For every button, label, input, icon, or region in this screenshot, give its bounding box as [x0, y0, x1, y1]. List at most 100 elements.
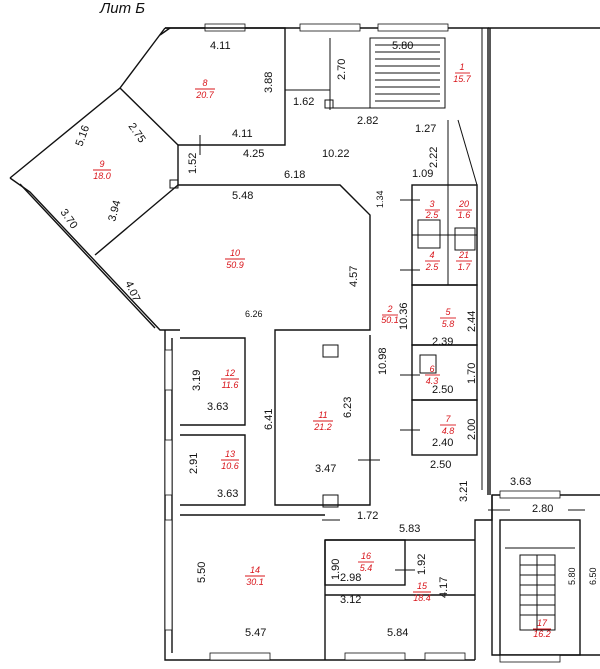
dim: 5.83 — [399, 523, 420, 535]
svg-text:7: 7 — [445, 414, 451, 424]
dim: 1.70 — [466, 363, 478, 384]
dim: 5.50 — [196, 562, 208, 583]
svg-text:11.6: 11.6 — [222, 380, 239, 390]
room-10: 10 50.9 — [225, 248, 245, 270]
room-9: 9 18.0 — [93, 159, 111, 181]
dim: 3.63 — [510, 476, 531, 488]
dim: 1.27 — [415, 123, 436, 135]
room-20: 20 1.6 — [456, 199, 472, 220]
dim: 2.39 — [432, 336, 453, 348]
svg-text:4.8: 4.8 — [442, 426, 455, 436]
room-3: 3 2.5 — [425, 199, 440, 220]
svg-text:9: 9 — [99, 159, 104, 169]
dim: 2.22 — [428, 147, 440, 168]
svg-text:6: 6 — [429, 364, 434, 374]
svg-text:20: 20 — [458, 199, 469, 209]
dim: 1.72 — [357, 510, 378, 522]
svg-text:21: 21 — [458, 250, 469, 260]
dim: 6.26 — [245, 309, 263, 319]
dim: 10.98 — [377, 347, 389, 375]
dim: 1.52 — [187, 153, 199, 174]
room-7: 7 4.8 — [440, 414, 456, 436]
dim: 5.16 — [74, 124, 93, 148]
svg-text:21.2: 21.2 — [313, 422, 332, 432]
room-11: 11 21.2 — [313, 410, 333, 432]
room-16: 16 5.4 — [358, 551, 374, 573]
dim: 3.94 — [106, 199, 123, 223]
plan-title: Лит Б — [99, 0, 145, 17]
svg-text:11: 11 — [318, 410, 327, 420]
dim: 3.88 — [263, 72, 275, 93]
room-17: 17 16.2 — [533, 618, 551, 639]
room-6: 6 4.3 — [425, 364, 440, 386]
dim: 2.75 — [126, 121, 148, 145]
dim: 1.09 — [412, 168, 433, 180]
room-2: 2 50.1 — [381, 304, 399, 325]
svg-text:50.1: 50.1 — [381, 315, 399, 325]
dim: 4.07 — [122, 279, 142, 303]
dim: 1.62 — [293, 96, 314, 108]
dim: 6.18 — [284, 169, 305, 181]
svg-text:4: 4 — [429, 250, 434, 260]
dimension-labels: 4.11 3.88 2.70 5.80 1.62 2.82 1.27 4.11 … — [58, 40, 598, 639]
svg-text:17: 17 — [537, 618, 548, 628]
svg-text:16: 16 — [361, 551, 371, 561]
dim: 1.90 — [330, 559, 342, 580]
svg-text:18.4: 18.4 — [413, 593, 431, 603]
dim: 5.80 — [392, 40, 413, 52]
svg-text:12: 12 — [225, 368, 235, 378]
svg-text:15: 15 — [417, 581, 428, 591]
dim: 3.63 — [207, 401, 228, 413]
dim: 4.17 — [438, 577, 450, 598]
dim: 2.70 — [336, 59, 348, 80]
dim: 6.23 — [342, 397, 354, 418]
room-1: 1 15.7 — [453, 62, 472, 84]
svg-text:1: 1 — [459, 62, 464, 72]
dim: 5.80 — [567, 567, 577, 585]
dim: 4.25 — [243, 148, 264, 160]
dim: 2.80 — [532, 503, 553, 515]
svg-text:30.1: 30.1 — [246, 577, 264, 587]
svg-text:8: 8 — [202, 78, 207, 88]
dim: 4.57 — [348, 266, 360, 287]
dim: 3.47 — [315, 463, 336, 475]
room-13: 13 10.6 — [221, 449, 239, 471]
dim: 2.82 — [357, 115, 378, 127]
svg-text:10.6: 10.6 — [221, 461, 239, 471]
dim: 4.11 — [210, 40, 231, 52]
svg-text:5: 5 — [445, 307, 451, 317]
dim: 6.50 — [588, 567, 598, 585]
dim: 2.91 — [188, 453, 200, 474]
svg-text:20.7: 20.7 — [195, 90, 215, 100]
dim: 10.36 — [398, 302, 410, 330]
dim: 5.84 — [387, 627, 408, 639]
svg-text:1.6: 1.6 — [458, 210, 471, 220]
dim: 2.50 — [430, 459, 451, 471]
svg-text:16.2: 16.2 — [533, 629, 551, 639]
dim: 5.47 — [245, 627, 266, 639]
svg-text:5.4: 5.4 — [360, 563, 373, 573]
room-14: 14 30.1 — [245, 565, 265, 587]
svg-text:14: 14 — [250, 565, 260, 575]
dim: 3.21 — [458, 481, 470, 502]
svg-text:2.5: 2.5 — [425, 210, 440, 220]
room-5: 5 5.8 — [440, 307, 456, 329]
interior-walls — [94, 27, 585, 660]
room-labels: 1 15.7 2 50.1 3 2.5 4 2.5 5 5.8 6 4.3 — [93, 62, 551, 639]
svg-text:15.7: 15.7 — [453, 74, 472, 84]
outer-walls — [9, 27, 600, 661]
svg-text:3: 3 — [429, 199, 434, 209]
room-8: 8 20.7 — [195, 78, 215, 100]
svg-text:2: 2 — [386, 304, 392, 314]
dim: 2.50 — [432, 384, 453, 396]
dim: 1.92 — [416, 554, 428, 575]
dim: 2.40 — [432, 437, 453, 449]
room-21: 21 1.7 — [456, 250, 472, 272]
svg-text:2.5: 2.5 — [425, 262, 440, 272]
svg-text:1.7: 1.7 — [458, 262, 472, 272]
svg-text:5.8: 5.8 — [442, 319, 455, 329]
svg-text:50.9: 50.9 — [226, 260, 244, 270]
dim: 6.41 — [263, 409, 275, 430]
dim: 5.48 — [232, 190, 253, 202]
room-4: 4 2.5 — [425, 250, 440, 272]
